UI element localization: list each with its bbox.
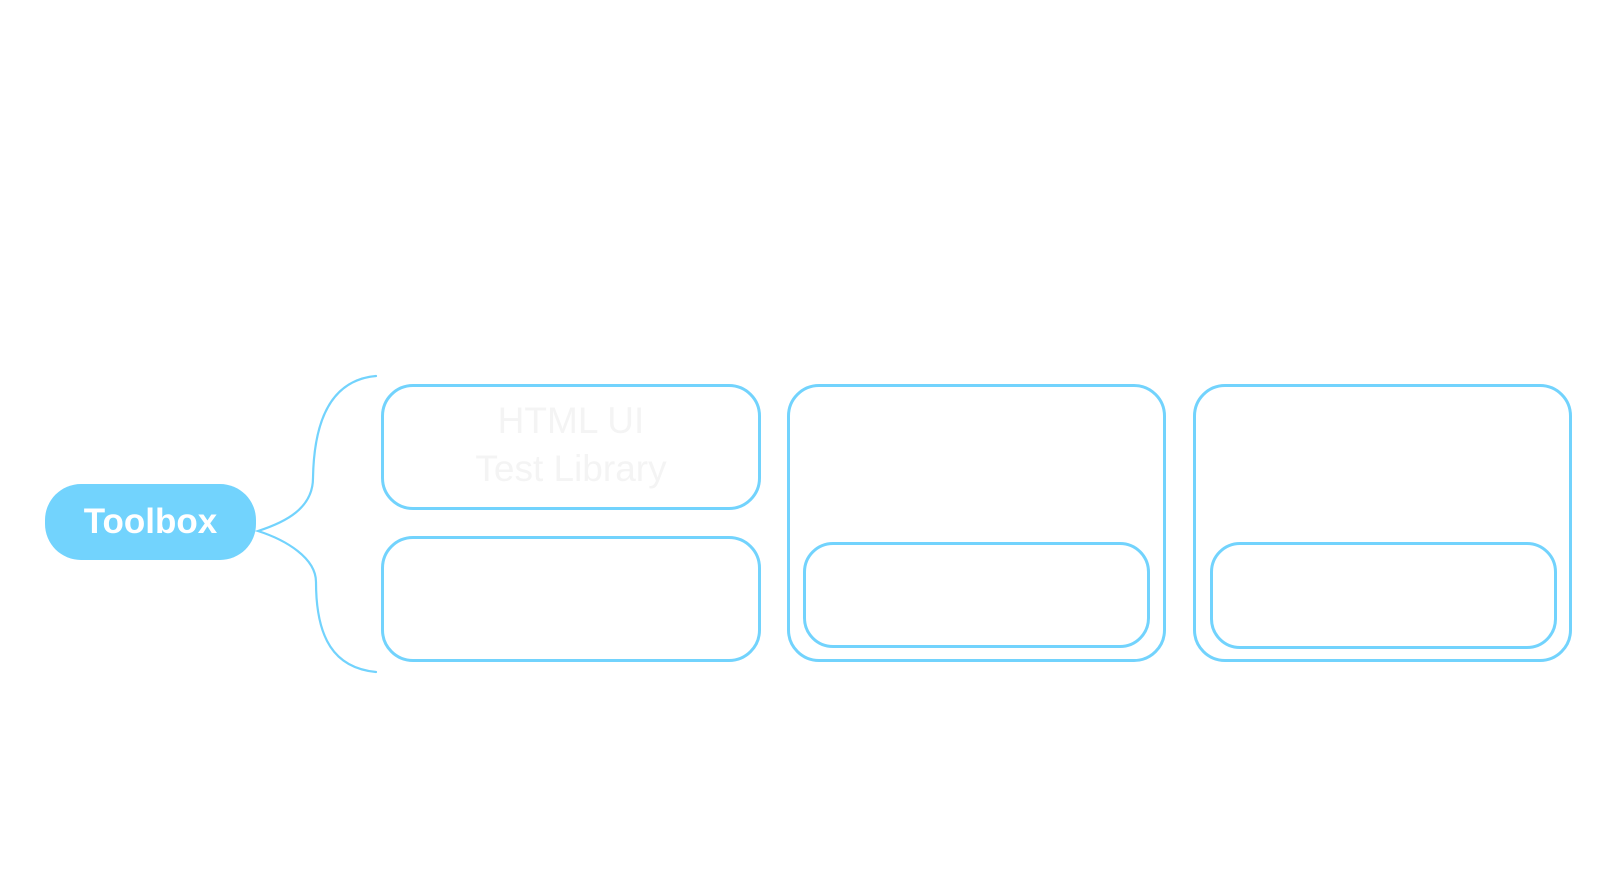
node-title: HTML UI Test Library bbox=[384, 397, 758, 493]
node-group-2-child[interactable] bbox=[803, 542, 1150, 648]
node-title-line-1: HTML UI bbox=[497, 400, 645, 441]
brace-connector bbox=[254, 374, 378, 674]
root-topic-toolbox[interactable]: Toolbox bbox=[45, 484, 256, 560]
node-html-ui-test-library[interactable]: HTML UI Test Library bbox=[381, 384, 761, 510]
node-second-child[interactable] bbox=[381, 536, 761, 662]
node-group-3-child[interactable] bbox=[1210, 542, 1557, 649]
node-title-line-2: Test Library bbox=[475, 448, 667, 489]
root-topic-label: Toolbox bbox=[83, 502, 218, 541]
